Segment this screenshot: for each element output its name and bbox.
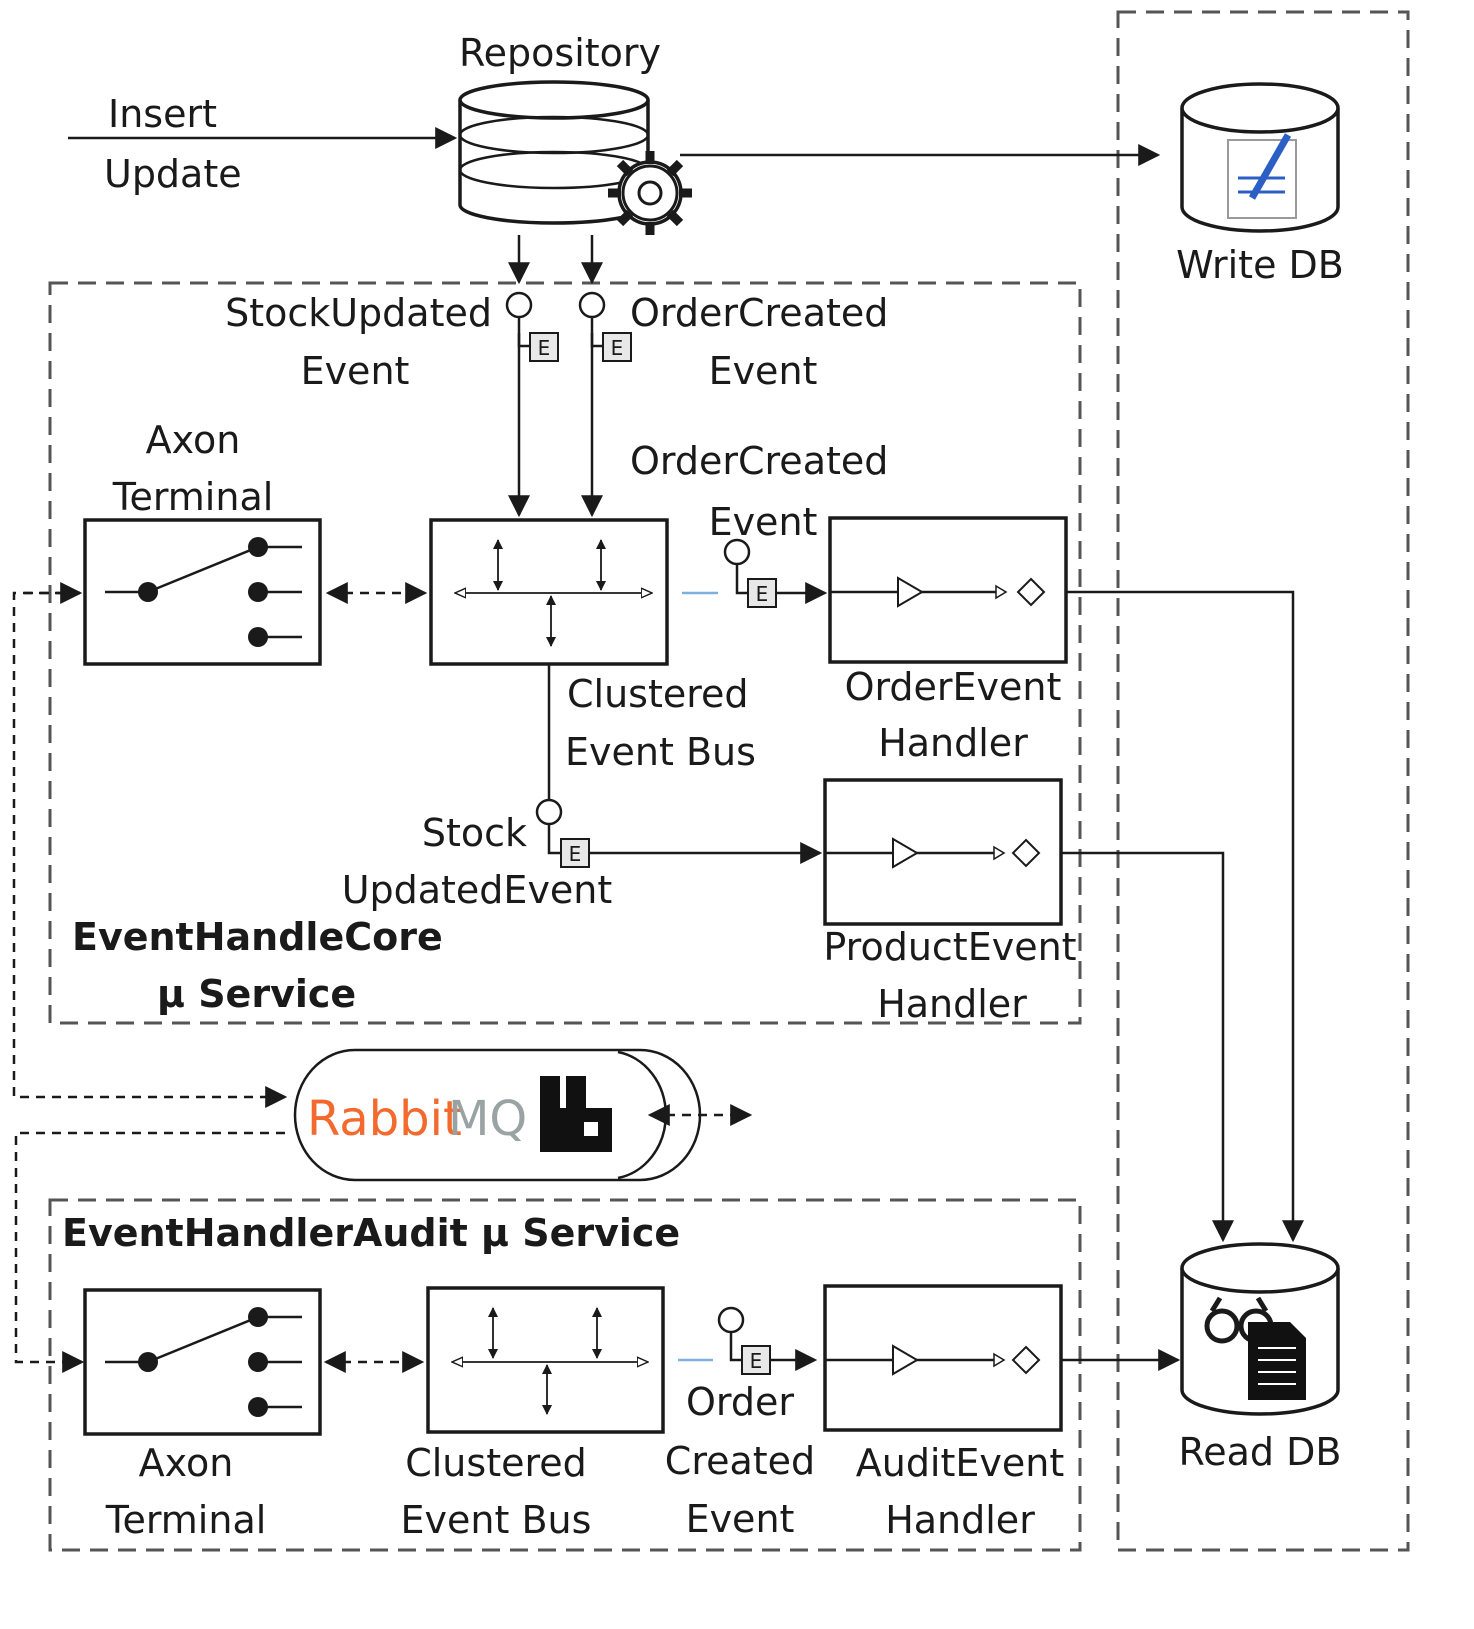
axon-terminal-audit-label-2: Terminal (105, 1498, 267, 1542)
order-created-event-bottom-label-1: Order (686, 1380, 794, 1424)
stock-updated-event-low-label-2: UpdatedEvent (342, 868, 613, 912)
svg-text:E: E (750, 1349, 763, 1373)
axon-terminal-core-label-1: Axon (146, 418, 241, 462)
order-created-event-mid-label-1: OrderCreated (630, 439, 888, 483)
svg-text:E: E (756, 582, 769, 606)
product-event-handler (823, 778, 1063, 926)
clustered-event-bus-audit-label-2: Event Bus (401, 1498, 592, 1542)
update-label: Update (104, 152, 242, 196)
core-service-title-1: EventHandleCore (72, 915, 443, 959)
rabbitmq-node: Rabbit MQ (293, 1048, 702, 1182)
stock-updated-event-top-label-2: Event (301, 349, 410, 393)
axon-terminal-core (83, 518, 322, 666)
axon-terminal-audit (83, 1288, 322, 1436)
stock-updated-event-token-low: E (535, 798, 823, 868)
audit-event-handler-label-1: AuditEvent (856, 1441, 1065, 1485)
audit-event-handler (823, 1284, 1063, 1432)
read-db-icon (1180, 1242, 1340, 1416)
rabbitmq-to-audit-terminal (14, 1131, 285, 1373)
stock-updated-event-low-label-1: Stock (422, 811, 527, 855)
order-created-event-mid-label-2: Event (709, 500, 818, 544)
order-created-event-token-top: E (578, 291, 632, 518)
document-icon (1248, 1322, 1306, 1400)
audit-service-title: EventHandlerAudit μ Service (62, 1211, 680, 1255)
order-created-event-bottom-label-3: Event (686, 1497, 795, 1541)
pen-icon (1248, 133, 1292, 200)
event-handler-audit-service-container (48, 1198, 1082, 1552)
product-handler-to-read-db (1061, 851, 1234, 1243)
svg-text:E: E (569, 842, 582, 866)
write-db-icon (1180, 82, 1340, 233)
clustered-event-bus-audit-label-1: Clustered (405, 1441, 587, 1485)
clustered-event-bus-audit (426, 1286, 665, 1434)
audit-event-handler-label-2: Handler (885, 1498, 1035, 1542)
order-event-handler-label-1: OrderEvent (845, 665, 1062, 709)
event-handle-core-service-container (48, 281, 1082, 1025)
product-event-handler-label-1: ProductEvent (823, 925, 1076, 969)
core-terminal-to-rabbitmq (12, 591, 288, 1108)
clustered-event-bus-core-label-2: Event Bus (565, 730, 756, 774)
repository-icon (458, 80, 692, 235)
rabbitmq-text-mq: MQ (448, 1091, 527, 1147)
order-created-event-top-label-2: Event (709, 349, 818, 393)
rabbitmq-logo-icon (540, 1076, 612, 1152)
clustered-event-bus-core-label-1: Clustered (567, 672, 749, 716)
order-created-event-bottom-label-2: Created (665, 1439, 815, 1483)
order-created-event-token-mid: E (723, 538, 828, 608)
order-created-event-top-label-1: OrderCreated (630, 291, 888, 335)
write-db-label: Write DB (1176, 243, 1344, 287)
order-created-event-token-bottom: E (717, 1306, 818, 1375)
core-service-title-2: μ Service (157, 972, 356, 1016)
stock-updated-event-top-label-1: StockUpdated (225, 291, 492, 335)
order-event-handler (828, 516, 1068, 664)
axon-terminal-core-label-2: Terminal (112, 475, 274, 519)
svg-text:E: E (611, 336, 624, 360)
clustered-event-bus-core (429, 518, 669, 666)
order-handler-to-read-db (1066, 590, 1304, 1243)
svg-text:E: E (538, 336, 551, 360)
repository-label: Repository (459, 31, 661, 75)
axon-terminal-audit-label-1: Axon (139, 1441, 234, 1485)
gear-icon (608, 151, 692, 235)
database-container (1116, 10, 1410, 1552)
product-event-handler-label-2: Handler (877, 982, 1027, 1026)
read-db-label: Read DB (1179, 1430, 1342, 1474)
order-event-handler-label-2: Handler (878, 721, 1028, 765)
stock-updated-event-token-top: E (505, 291, 559, 518)
insert-label: Insert (108, 92, 217, 136)
rabbitmq-text-rabbit: Rabbit (307, 1091, 462, 1147)
